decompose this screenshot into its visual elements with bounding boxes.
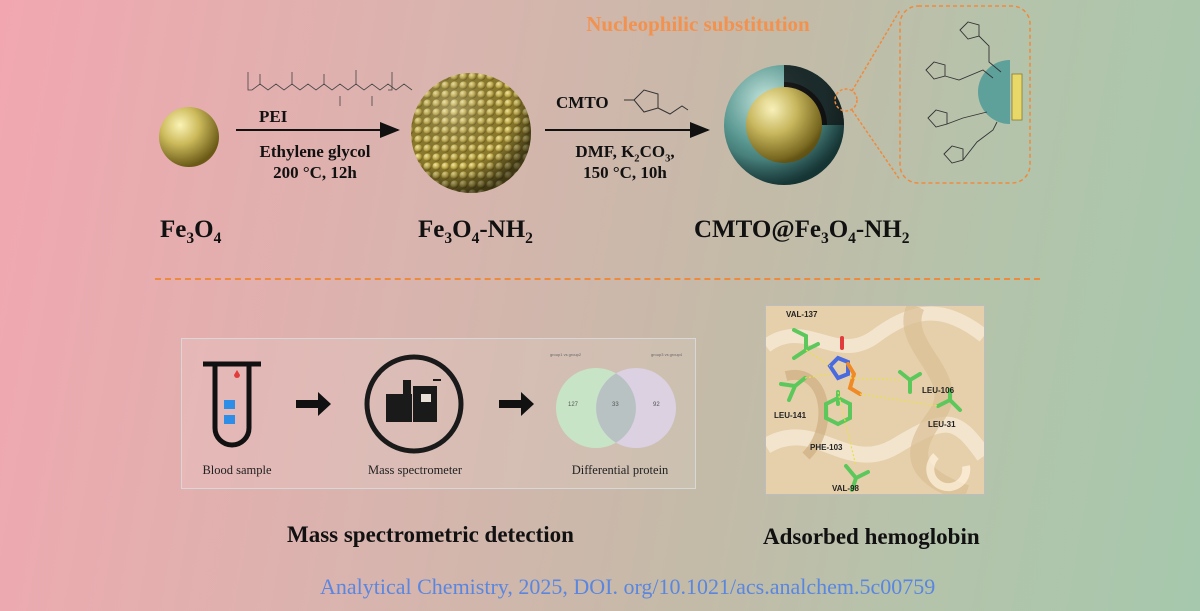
step2-conditions-line2: 150 °C, 10h (583, 163, 667, 182)
label-fe3o4-nh2: Fe3O4-NH2 (418, 216, 533, 247)
step1-conditions: 200 °C, 12h (273, 163, 357, 182)
docking-image: VAL-137 LEU-141 PHE-103 VAL-98 LEU-106 L… (765, 305, 985, 495)
venn-diagram (556, 368, 676, 448)
section-mass-spec-detection: Mass spectrometric detection (287, 522, 574, 547)
fe3o4-sphere (159, 107, 219, 167)
venn-left-count: 127 (568, 402, 579, 408)
section-adsorbed-hemoglobin: Adsorbed hemoglobin (763, 524, 980, 549)
venn-title-left: group1 vs group2 (550, 352, 582, 357)
caption-differential-protein: Differential protein (571, 463, 669, 477)
cmto-structure (624, 89, 689, 115)
section-divider (155, 278, 1040, 280)
ligand-structures (925, 21, 1002, 164)
pei-structure (247, 70, 413, 106)
reaction-scheme (159, 5, 1031, 193)
flow-arrow-1 (296, 392, 331, 416)
residue-leu106: LEU-106 (922, 386, 955, 395)
residue-val98: VAL-98 (832, 484, 859, 493)
label-fe3o4: Fe3O4 (160, 216, 222, 247)
residue-phe103: PHE-103 (810, 443, 843, 452)
step2-reagent: CMTO (556, 93, 609, 112)
reaction-title: Nucleophilic substitution (586, 12, 810, 36)
step1-solvent: Ethylene glycol (259, 142, 371, 161)
flow-arrow-2 (499, 392, 534, 416)
residue-leu31: LEU-31 (928, 420, 956, 429)
venn-title-right: group3 vs group4 (651, 352, 683, 357)
step1-reagent: PEI (259, 107, 288, 126)
label-cmto-fe3o4-nh2: CMTO@Fe3O4-NH2 (694, 216, 910, 247)
docking-graphics (766, 306, 984, 494)
caption-mass-spectrometer: Mass spectrometer (367, 463, 463, 477)
caption-blood-sample: Blood sample (202, 463, 272, 477)
residue-val137: VAL-137 (786, 310, 818, 319)
venn-overlap-count: 33 (612, 402, 619, 408)
step2-conditions-line1: DMF, K2CO3, (575, 142, 675, 165)
mass-spectrometer-icon (364, 354, 464, 454)
workflow-graphics (203, 354, 676, 454)
core-shell-particle (724, 65, 844, 185)
venn-right-count: 92 (653, 402, 660, 408)
citation: Analytical Chemistry, 2025, DOI. org/10.… (320, 574, 936, 599)
zoom-box (899, 5, 1031, 184)
test-tube-icon (203, 361, 261, 448)
residue-leu141: LEU-141 (774, 411, 807, 420)
